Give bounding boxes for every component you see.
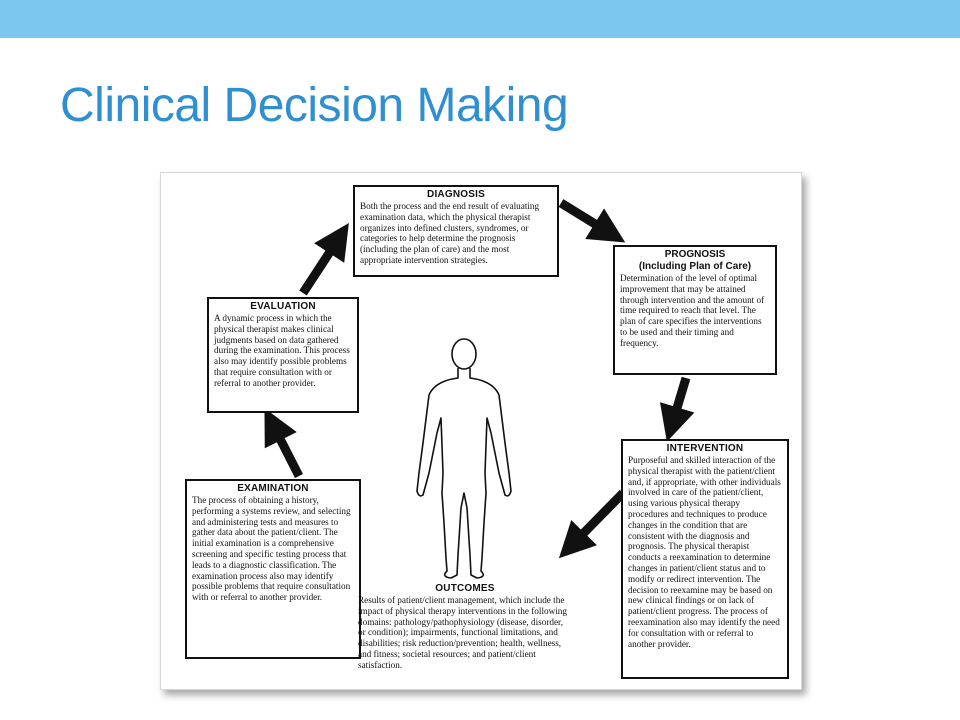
examination-text: The process of obtaining a history, perf… <box>192 495 351 603</box>
slide-title: Clinical Decision Making <box>60 79 569 132</box>
outcomes-block: OUTCOMES Results of patient/client manag… <box>353 581 577 685</box>
evaluation-box: EVALUATION A dynamic process in which th… <box>207 297 359 413</box>
intervention-box: INTERVENTION Purposeful and skilled inte… <box>621 439 789 679</box>
outcomes-text: Results of patient/client management, wh… <box>358 595 567 670</box>
top-accent-bar <box>0 0 960 38</box>
intervention-text: Purposeful and skilled interaction of th… <box>628 455 781 649</box>
arrow-prognosis-to-intervention <box>659 376 695 442</box>
diagram-arrows-and-figure <box>264 199 695 579</box>
diagnosis-box: DIAGNOSIS Both the process and the end r… <box>353 185 559 277</box>
outcomes-title: OUTCOMES <box>435 583 495 594</box>
evaluation-text: A dynamic process in which the physical … <box>214 313 350 388</box>
human-figure-icon <box>416 338 512 579</box>
arrow-intervention-to-outcomes <box>558 489 627 559</box>
prognosis-text: Determination of the level of optimal im… <box>620 273 765 348</box>
prognosis-box: PROGNOSIS (Including Plan of Care) Deter… <box>613 245 777 375</box>
examination-title: EXAMINATION <box>237 483 309 494</box>
arrow-diagnosis-to-prognosis <box>558 199 626 243</box>
diagnosis-title: DIAGNOSIS <box>427 189 485 200</box>
clinical-decision-diagram: DIAGNOSIS Both the process and the end r… <box>160 172 802 690</box>
intervention-title: INTERVENTION <box>666 443 744 454</box>
evaluation-title: EVALUATION <box>250 301 316 312</box>
diagnosis-text: Both the process and the end result of e… <box>360 201 540 265</box>
examination-box: EXAMINATION The process of obtaining a h… <box>185 479 361 659</box>
arrow-evaluation-to-diagnosis <box>299 222 349 296</box>
prognosis-subtitle: (Including Plan of Care) <box>638 261 752 272</box>
arrow-examination-to-evaluation <box>264 408 304 479</box>
prognosis-title: PROGNOSIS <box>664 249 726 260</box>
